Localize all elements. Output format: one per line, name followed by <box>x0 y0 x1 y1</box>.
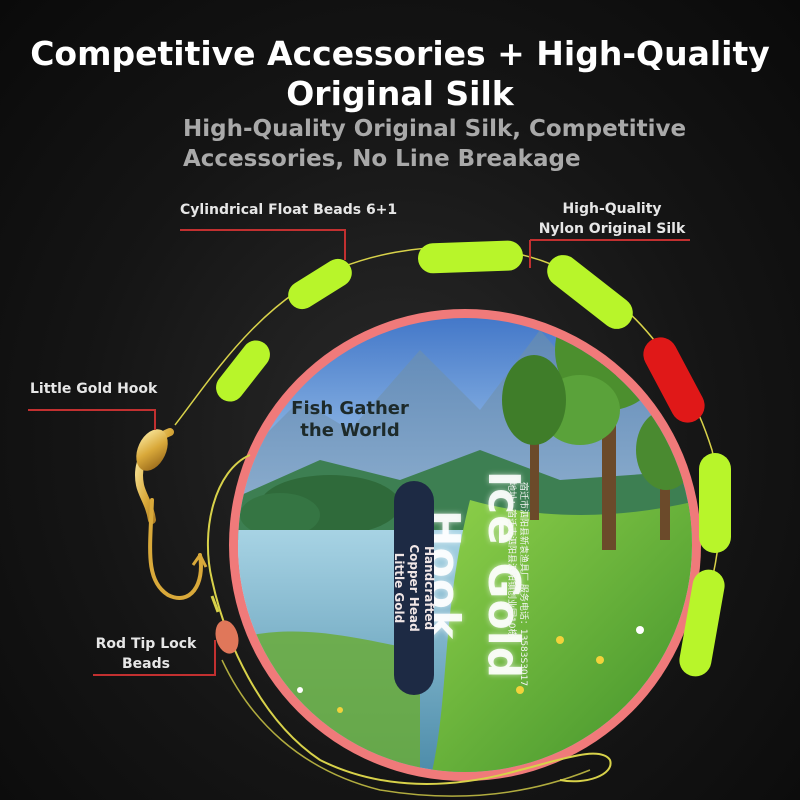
product-tag-text: Handcrafted Copper Head Little Gold <box>392 536 436 640</box>
manufacturer-address: 宿迁市泗阳县新袁渔具厂 服务电话：13583S3017 地址：宿迁市泗阳县泗阳镇… <box>495 482 529 722</box>
float-bead <box>418 240 523 274</box>
float-bead <box>679 569 725 677</box>
float-beads <box>216 240 731 677</box>
spool-disc <box>229 309 701 781</box>
callout-nylon-line-1: High-Quality <box>562 201 662 217</box>
callout-nylon-silk: High-Quality Nylon Original Silk <box>538 199 686 239</box>
callout-lock-beads-line-2: Beads <box>122 656 170 672</box>
callout-float-beads: Cylindrical Float Beads 6+1 <box>180 202 398 218</box>
product-tag-pill <box>394 481 434 695</box>
lock-bead-sleeve <box>210 595 220 613</box>
subtitle-line-2: Accessories, No Line Breakage <box>183 146 581 172</box>
slogan-line-2: the World <box>300 420 400 441</box>
fishing-line <box>206 454 612 785</box>
float-bead <box>216 340 270 402</box>
float-bead <box>699 453 731 553</box>
tag-line-1: Handcrafted Copper Head <box>407 544 436 632</box>
gold-hook <box>135 428 208 600</box>
callout-nylon-line-2: Nylon Original Silk <box>538 221 686 237</box>
float-bead <box>288 258 352 310</box>
title-line-1: Competitive Accessories + High-Quality <box>30 34 770 73</box>
address-line-1: 宿迁市泗阳县新袁渔具厂 服务电话：13583S3017 <box>518 482 528 687</box>
subtitle-line-1: High-Quality Original Silk, Competitive <box>183 116 687 142</box>
callout-lock-beads: Rod Tip Lock Beads <box>94 634 198 674</box>
float-bead-red <box>643 337 705 423</box>
slogan-line-1: Fish Gather <box>291 398 409 419</box>
page-subtitle: High-Quality Original Silk, Competitive … <box>183 114 743 174</box>
fishing-line-loop <box>221 659 591 797</box>
lock-bead <box>215 620 239 654</box>
callout-leaders <box>28 229 690 676</box>
package-slogan: Fish Gather the World <box>280 398 420 442</box>
callout-gold-hook: Little Gold Hook <box>30 381 158 397</box>
title-line-2: Original Silk <box>286 74 514 113</box>
address-line-2: 地址：宿迁市泗阳县泗阳镇创业园10栋 <box>506 482 516 638</box>
callout-lock-beads-line-1: Rod Tip Lock <box>95 636 197 652</box>
float-bead <box>547 255 633 329</box>
page-title: Competitive Accessories + High-Quality O… <box>0 34 800 114</box>
tag-line-2: Little Gold <box>392 552 406 624</box>
